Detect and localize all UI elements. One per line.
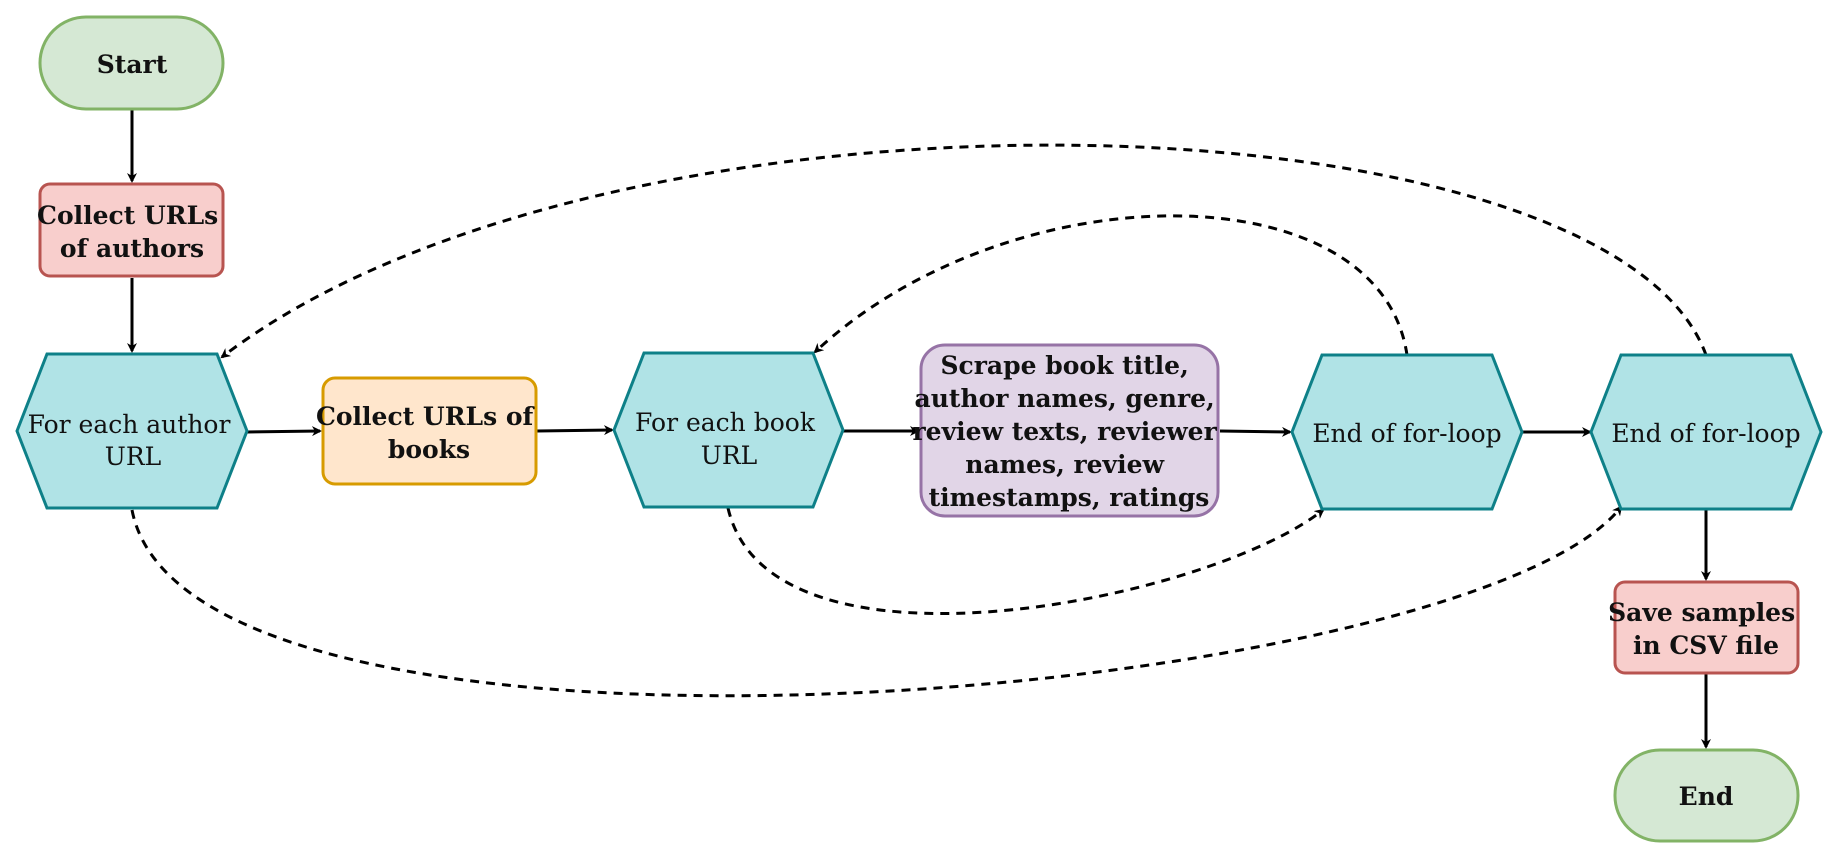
node-collect-books-line: Collect URLs of (316, 402, 536, 431)
node-collect-authors-line: of authors (60, 234, 204, 263)
node-collect-authors: Collect URLs of authors (37, 182, 227, 278)
node-each-author-line: URL (105, 442, 162, 471)
node-save-line: in CSV file (1633, 631, 1779, 660)
node-start-text: Start (97, 50, 168, 79)
process-shape (38, 182, 225, 278)
node-end-loop-1: End of for-loop (1290, 353, 1524, 511)
node-collect-authors-text: Collect URLs of authors (37, 201, 227, 263)
node-each-book-line: For each book (635, 408, 816, 437)
node-collect-books-line: books (388, 435, 470, 464)
arrow-scrape-to-end-loop-1 (1219, 426, 1292, 437)
loop-arrows (130, 143, 1708, 698)
node-scrape-text: Scrape book title, author names, genre, … (913, 351, 1226, 512)
node-each-book-line: URL (701, 441, 758, 470)
node-start-line: Start (97, 50, 168, 79)
node-end-loop-2-text: End of for-loop (1611, 419, 1800, 448)
node-each-author: For each author URL (15, 352, 249, 510)
node-end: End (1613, 748, 1800, 843)
node-each-author-line: For each author (28, 410, 231, 439)
process-shape (321, 376, 538, 486)
node-save: Save samples in CSV file (1608, 580, 1804, 675)
node-save-text: Save samples in CSV file (1608, 598, 1804, 660)
node-scrape-line: names, review (965, 450, 1165, 479)
node-collect-books-text: Collect URLs of books (316, 402, 542, 464)
arrow-each-author-to-collect-books (246, 426, 322, 437)
loop-end-loop-1-back-to-each-book (813, 214, 1409, 356)
loop-hexagon-shape (612, 351, 845, 509)
node-each-book: For each book URL (612, 351, 845, 509)
node-scrape-line: Scrape book title, (940, 351, 1188, 380)
node-collect-books: Collect URLs of books (316, 376, 542, 486)
node-each-author-text: For each author URL (28, 410, 239, 471)
node-each-book-text: For each book URL (635, 408, 823, 470)
process-shape (919, 343, 1220, 518)
node-end-text: End (1679, 782, 1734, 811)
loop-hexagon-shape (1290, 353, 1524, 511)
node-scrape: Scrape book title, author names, genre, … (913, 343, 1226, 518)
process-shape (1613, 580, 1800, 675)
node-end-loop-2-line: End of for-loop (1611, 419, 1800, 448)
flow-arrows (127, 110, 1711, 749)
node-end-loop-2: End of for-loop (1589, 353, 1823, 511)
node-save-line: Save samples (1608, 598, 1795, 627)
loop-each-book-skip-to-end-loop-1 (726, 507, 1325, 616)
node-scrape-line: review texts, reviewer (913, 417, 1218, 446)
loop-hexagon-shape (1589, 353, 1823, 511)
loop-hexagon-shape (15, 352, 249, 510)
node-collect-authors-line: Collect URLs (37, 201, 218, 230)
node-scrape-line: author names, genre, (915, 384, 1215, 413)
node-end-loop-1-text: End of for-loop (1312, 419, 1501, 448)
loop-each-author-skip-to-end-loop-2 (130, 505, 1623, 698)
arrow-collect-books-to-each-book (536, 425, 614, 436)
loop-end-loop-2-back-to-each-author (220, 143, 1708, 359)
terminal-shape (1613, 748, 1800, 843)
node-end-loop-1-line: End of for-loop (1312, 419, 1501, 448)
terminal-shape (38, 15, 225, 111)
node-start: Start (38, 15, 225, 111)
node-scrape-line: timestamps, ratings (929, 483, 1210, 512)
node-end-line: End (1679, 782, 1734, 811)
